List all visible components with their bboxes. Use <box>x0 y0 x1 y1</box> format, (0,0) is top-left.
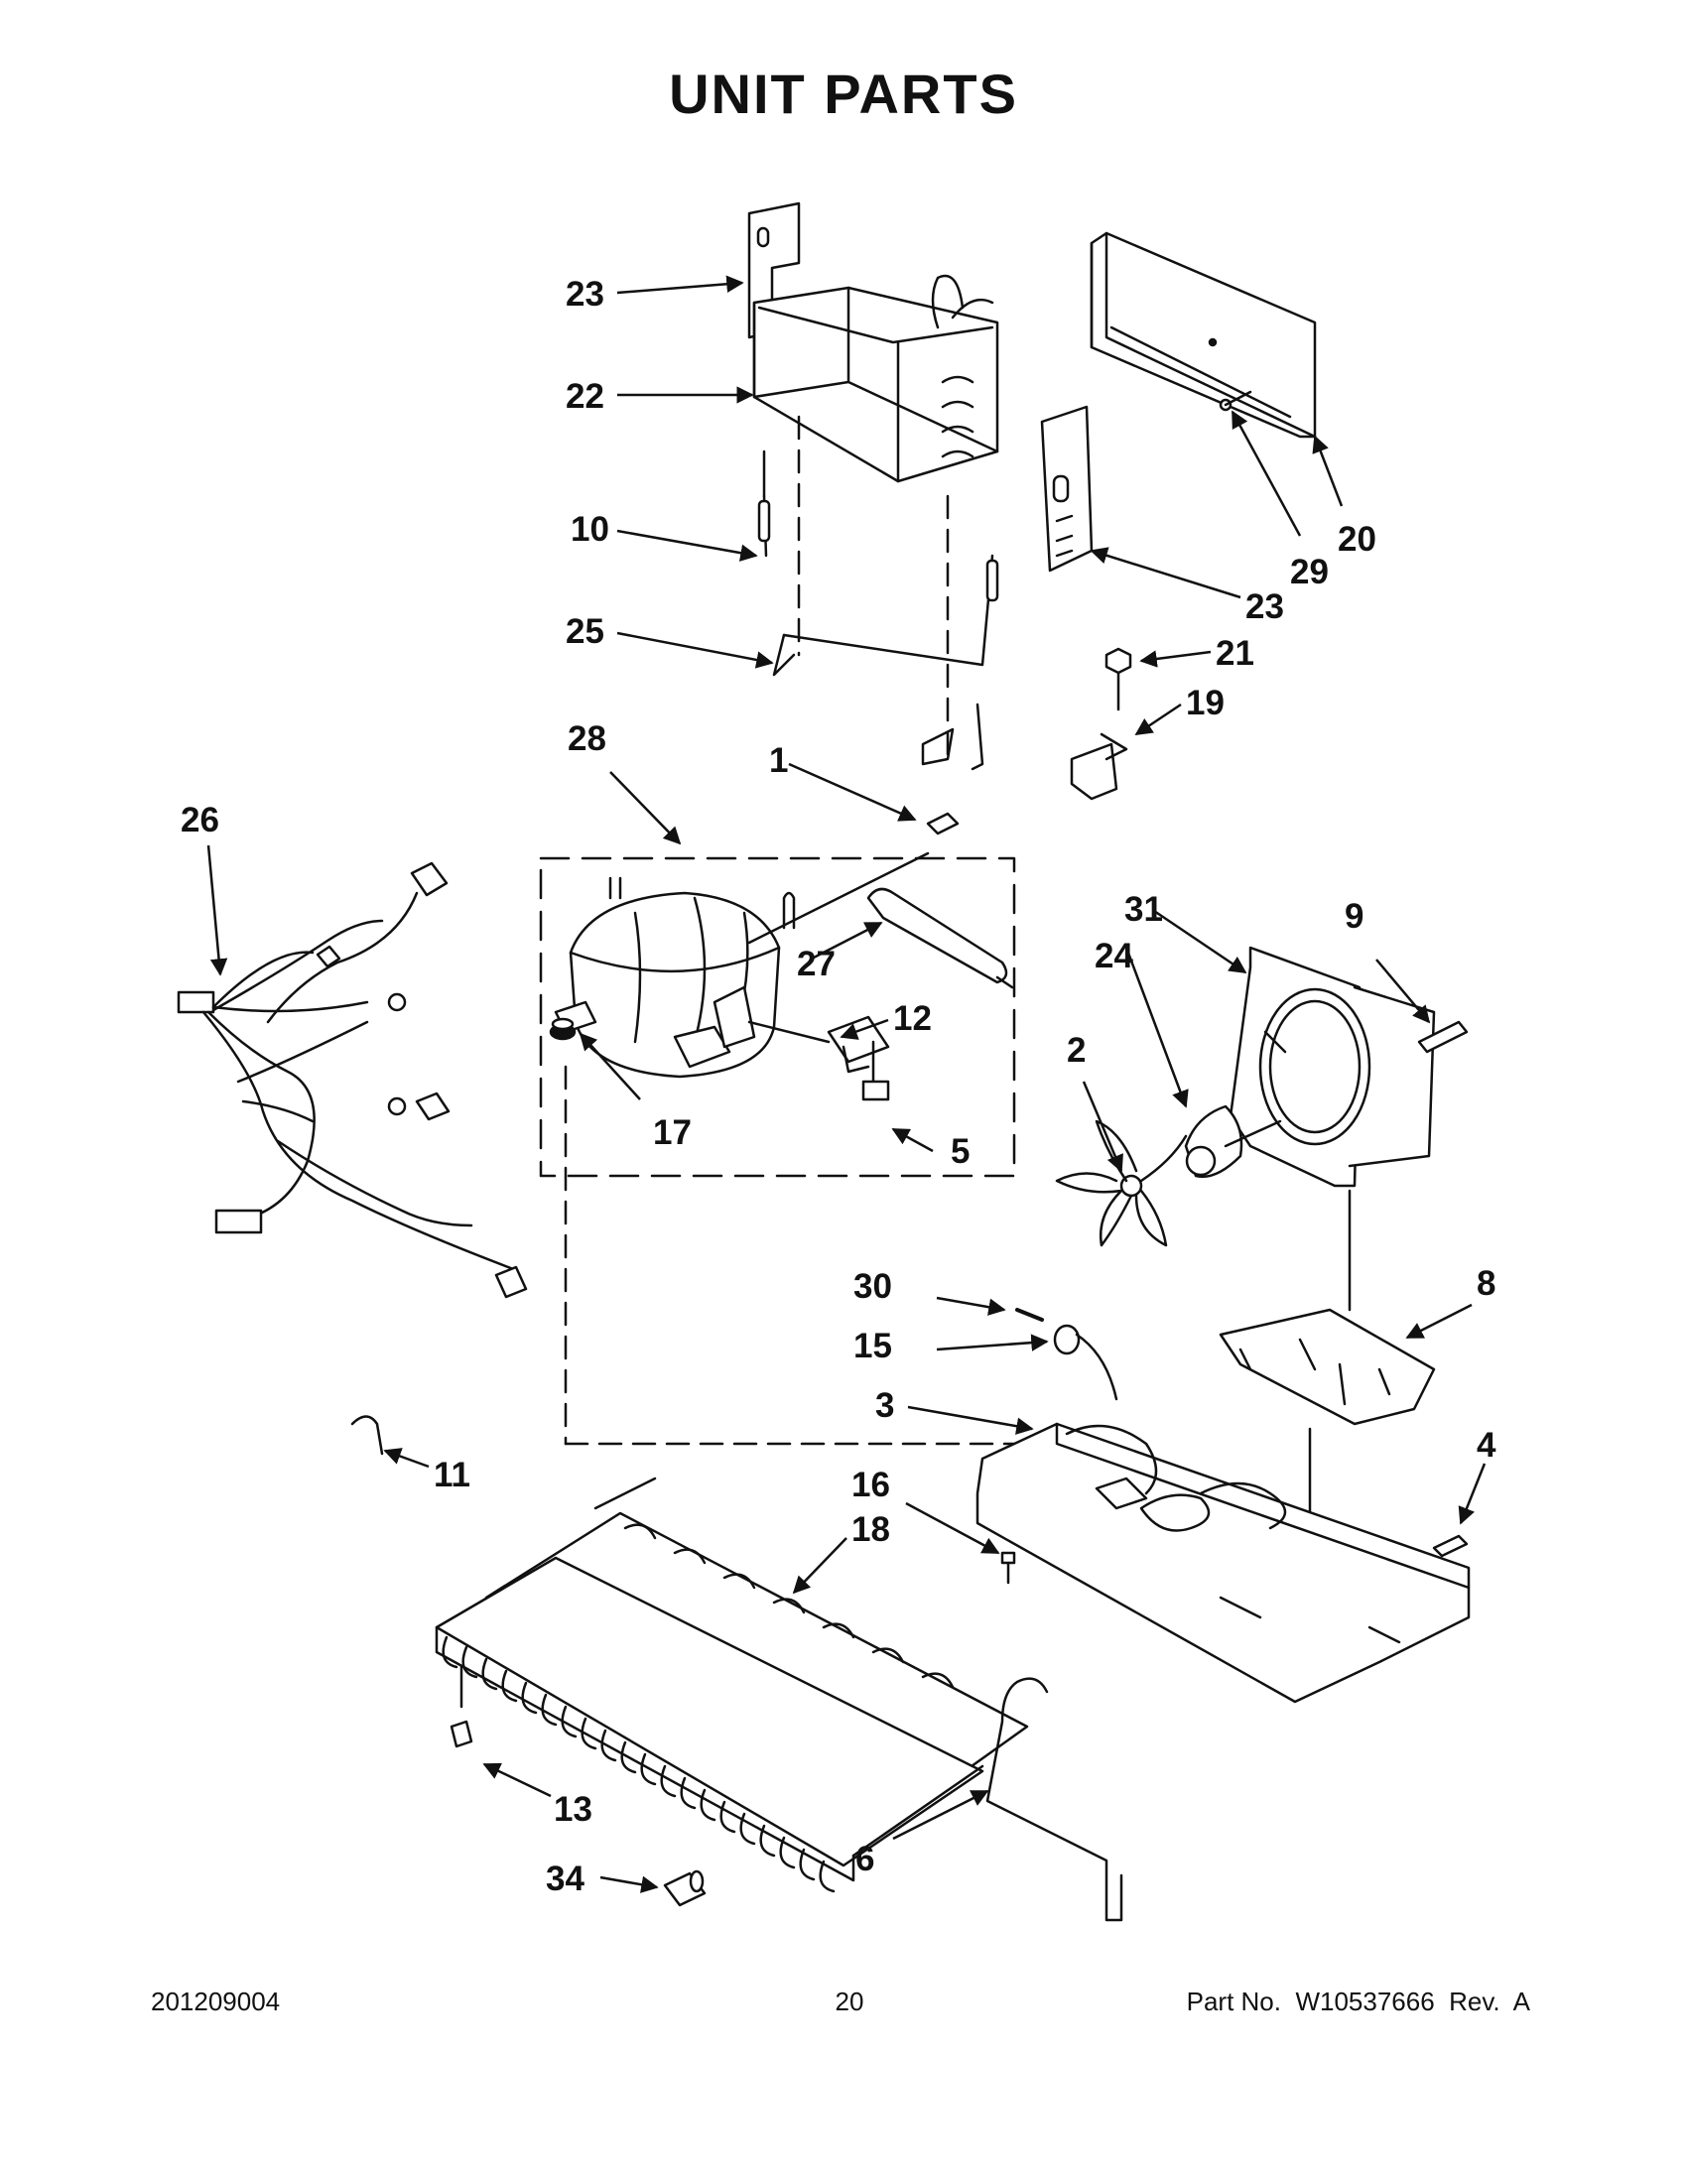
clamp-part <box>450 1720 473 1748</box>
drier-part <box>866 887 1014 989</box>
base-plate-part <box>975 1422 1471 1704</box>
callout-24: 24 <box>1095 937 1133 975</box>
footer-page-number: 20 <box>835 1987 864 2016</box>
callout-21: 21 <box>1216 634 1254 673</box>
tube-clip-part <box>350 1415 384 1456</box>
thermistor-part <box>757 450 771 558</box>
shroud-screw-part <box>1417 1020 1469 1054</box>
filter-part <box>663 1869 707 1907</box>
screw-part <box>926 812 960 835</box>
callout-15: 15 <box>853 1327 892 1365</box>
leader-arrows <box>206 275 1487 1893</box>
callout-10: 10 <box>571 510 609 549</box>
callout-31: 31 <box>1124 890 1163 929</box>
callout-16: 16 <box>851 1466 890 1504</box>
callout-26: 26 <box>181 801 219 839</box>
callout-4: 4 <box>1477 1426 1496 1465</box>
cover-cap-part <box>861 1080 890 1101</box>
callout-8: 8 <box>1477 1264 1495 1303</box>
callout-9: 9 <box>1345 897 1363 936</box>
bracket-right-part <box>1040 405 1094 573</box>
cover-screw-part <box>1219 390 1252 412</box>
base-screw-part <box>1432 1534 1469 1558</box>
bushing-part <box>1053 1324 1118 1401</box>
callout-22: 22 <box>566 377 604 416</box>
condenser-part <box>435 1477 1029 1893</box>
callout-1: 1 <box>769 741 788 780</box>
callout-labels: 23 22 10 25 28 1 26 20 29 23 21 19 27 12… <box>181 275 1496 1898</box>
fan-blade-part <box>1055 1119 1188 1247</box>
clip-part <box>1070 732 1128 801</box>
callout-25: 25 <box>566 612 604 651</box>
evaporator-part <box>752 274 999 483</box>
bolt-part <box>1104 647 1132 711</box>
footer-doc-code: 201209004 <box>151 1987 281 2016</box>
callout-23: 23 <box>566 275 604 314</box>
fan-motor-part <box>1184 1104 1282 1179</box>
fan-shroud-part <box>1229 946 1436 1188</box>
callout-27: 27 <box>797 945 836 983</box>
assembly-dashed-lines <box>564 415 1054 1446</box>
callout-11: 11 <box>434 1456 470 1494</box>
callout-18: 18 <box>851 1510 890 1549</box>
pin-part <box>1015 1308 1044 1322</box>
callout-23b: 23 <box>1245 587 1284 626</box>
compressor-part <box>554 851 930 1079</box>
callout-2: 2 <box>1067 1031 1086 1070</box>
wire-harness-part <box>177 861 528 1299</box>
footer-part-number: Part No. W10537666 Rev. A <box>1186 1987 1530 2016</box>
callout-30: 30 <box>853 1267 892 1306</box>
evaporator-cover-part <box>1090 231 1317 439</box>
callout-12: 12 <box>893 999 932 1038</box>
callout-19: 19 <box>1186 684 1225 722</box>
heater-wire-part <box>772 554 999 771</box>
page-title: UNIT PARTS <box>669 63 1018 125</box>
callout-17: 17 <box>653 1113 692 1152</box>
compressor-kit-box <box>539 856 1016 1178</box>
callout-5: 5 <box>951 1132 970 1171</box>
callout-6: 6 <box>855 1840 874 1878</box>
callout-28: 28 <box>568 719 606 758</box>
callout-3: 3 <box>875 1386 894 1425</box>
callout-13: 13 <box>554 1790 592 1829</box>
grommet-part <box>549 1017 577 1041</box>
callout-29: 29 <box>1290 553 1329 591</box>
callout-34: 34 <box>546 1860 584 1898</box>
screw-16-part <box>1000 1551 1016 1585</box>
callout-20: 20 <box>1338 520 1376 559</box>
tube-part <box>985 1677 1123 1922</box>
